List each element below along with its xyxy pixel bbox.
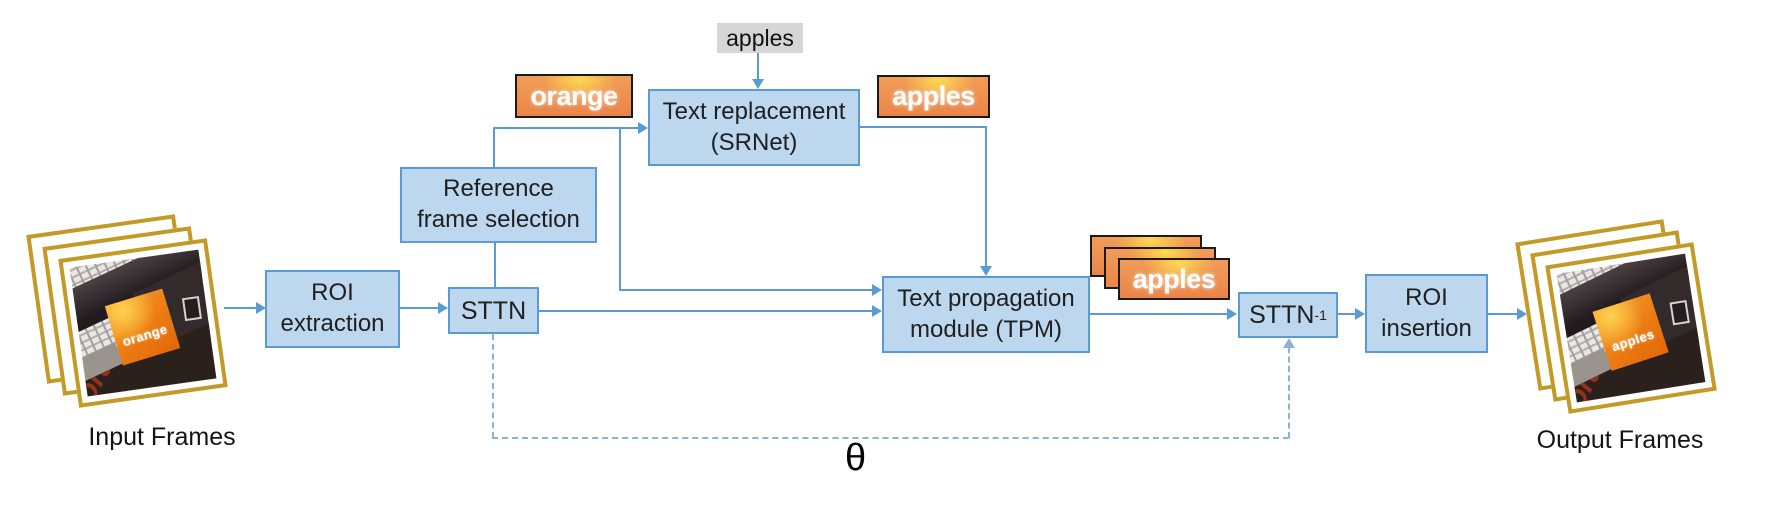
- arrowhead-branch-to-tpm: [872, 284, 882, 296]
- replaced-word-patch: apples: [877, 75, 990, 118]
- small-picture-frame: [1669, 299, 1690, 326]
- input-frame-front: orange orange: [58, 238, 228, 408]
- text-replacement-srnet-box: Text replacement (SRNet): [648, 89, 860, 166]
- line-input-to-roi: [224, 307, 257, 309]
- arrowhead-into-srnet: [638, 122, 648, 134]
- output-frames-label: Output Frames: [1536, 426, 1704, 454]
- line-tpm-to-sttninv: [1089, 313, 1228, 315]
- arrowhead-sttninv-to-roiins: [1355, 308, 1365, 320]
- roi-insertion-box: ROI insertion: [1365, 274, 1488, 353]
- reference-line2: frame selection: [417, 206, 580, 233]
- roi-insertion-line2: insertion: [1381, 314, 1472, 342]
- small-picture-frame: [181, 295, 202, 322]
- sttn-box: STTN: [448, 287, 539, 334]
- line-roi-to-sttn: [400, 307, 439, 309]
- sign-text: apples: [1609, 325, 1657, 354]
- arrowhead-roiins-to-output: [1517, 308, 1527, 320]
- sttn-inverse-base: STTN: [1249, 301, 1315, 329]
- text-propagation-module-box: Text propagation module (TPM): [882, 276, 1090, 353]
- line-sttninv-to-roiins: [1338, 313, 1356, 315]
- roi-extraction-line1: ROI: [311, 279, 354, 307]
- input-frames-stack: orange orange: [26, 214, 246, 430]
- arrowhead-sttn-to-tpm: [872, 305, 882, 317]
- sttn-label: STTN: [460, 296, 527, 325]
- line-reference-to-srnet: [493, 127, 639, 129]
- dashed-feedback-up: [1288, 347, 1290, 438]
- line-target-word-to-srnet: [757, 53, 759, 80]
- dashed-feedback-down: [492, 334, 494, 438]
- arrowhead-feedback-into-sttninv: [1283, 338, 1295, 348]
- propagated-patch-front: apples: [1118, 258, 1230, 300]
- line-branch-to-tpm: [619, 289, 873, 291]
- line-reference-to-sttn: [494, 243, 496, 287]
- output-frame-front: orange apples: [1545, 242, 1717, 414]
- line-srnet-out-horizontal: [860, 126, 987, 128]
- line-reference-up: [493, 128, 495, 167]
- tpm-line1: Text propagation: [897, 284, 1075, 312]
- input-frames-label: Input Frames: [88, 423, 236, 451]
- roi-insertion-line1: ROI: [1405, 283, 1448, 311]
- roi-extraction-box: ROI extraction: [265, 270, 400, 348]
- input-photo: orange orange: [69, 249, 217, 397]
- sttn-inverse-box: STTN-1: [1238, 292, 1338, 338]
- output-photo: orange apples: [1556, 253, 1706, 403]
- srnet-line2: (SRNet): [710, 128, 798, 156]
- arrowhead-tpm-to-sttninv: [1227, 308, 1237, 320]
- line-branch-down: [619, 127, 621, 290]
- arrowhead-target-word: [752, 79, 764, 89]
- srnet-line1: Text replacement: [662, 97, 846, 125]
- line-sttn-to-tpm: [539, 310, 873, 312]
- arrowhead-roi-to-sttn: [438, 302, 448, 314]
- tpm-line2: module (TPM): [909, 315, 1063, 343]
- line-srnet-out-vertical: [985, 126, 987, 267]
- dashed-feedback-across: [492, 437, 1289, 439]
- arrowhead-input-to-roi: [256, 302, 266, 314]
- target-word-label: apples: [717, 23, 803, 53]
- sign-text: orange: [120, 320, 169, 349]
- reference-frame-selection-box: Reference frame selection: [400, 167, 597, 243]
- reference-line1: Reference: [443, 175, 554, 203]
- theta-label: θ: [845, 437, 867, 479]
- arrowhead-srnet-to-tpm: [980, 266, 992, 276]
- line-roiins-to-output: [1488, 313, 1518, 315]
- source-word-patch: orange: [515, 74, 633, 118]
- roi-extraction-line2: extraction: [280, 310, 385, 337]
- output-frames-stack: orange apples: [1515, 219, 1736, 436]
